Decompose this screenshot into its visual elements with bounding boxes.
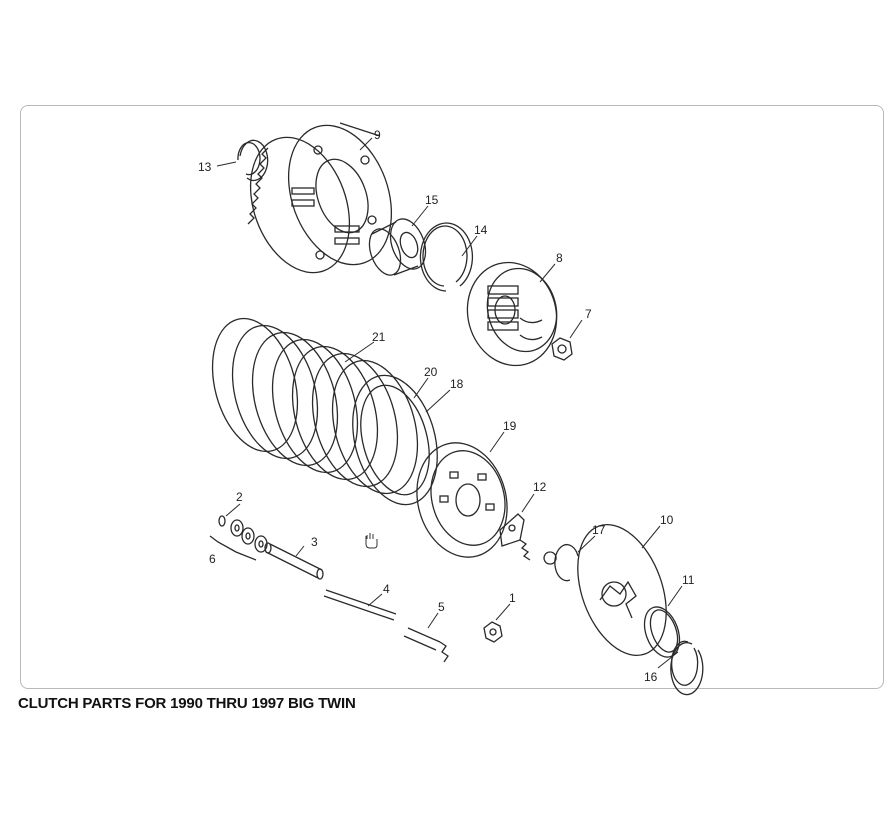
callout-17: 17	[592, 523, 606, 537]
diagram-caption: CLUTCH PARTS FOR 1990 THRU 1997 BIG TWIN	[18, 695, 356, 712]
callout-15: 15	[425, 193, 439, 207]
callout-9: 9	[374, 128, 381, 142]
callout-4: 4	[383, 582, 390, 596]
part-1-nut	[483, 621, 503, 643]
callout-11: 11	[682, 573, 695, 587]
callout-14: 14	[474, 223, 488, 237]
part-17-snap-ring	[519, 539, 579, 582]
callout-19: 19	[503, 419, 517, 433]
callout-6: 6	[209, 552, 216, 566]
part-8-clutch-hub	[466, 261, 558, 367]
callout-1: 1	[509, 591, 516, 605]
callout-5: 5	[438, 600, 445, 614]
part-21-20-18-plate-stack	[211, 317, 438, 506]
part-2-6-washers	[209, 515, 268, 561]
part-16-retaining-ring	[670, 640, 704, 696]
callout-21: 21	[372, 330, 386, 344]
part-14-retaining-ring	[419, 222, 474, 292]
part-11-ring	[643, 606, 681, 658]
callout-20: 20	[424, 365, 438, 379]
callout-13: 13	[198, 160, 212, 174]
part-3-pushrod	[264, 542, 324, 580]
part-7-nut	[551, 337, 573, 361]
callout-18: 18	[450, 377, 464, 391]
callout-16: 16	[644, 670, 658, 684]
callout-labels: 13 9 15 14 8 7 21 20 18 19 12 2 6 3 17 1…	[198, 128, 695, 684]
hand-cursor-icon	[365, 533, 378, 549]
part-10-diaphragm-spring	[577, 524, 667, 656]
part-4-pushrod	[323, 589, 397, 621]
part-12-adjuster-plate	[499, 513, 525, 547]
diagram-frame	[20, 105, 884, 689]
part-15-bearing	[368, 218, 427, 276]
callout-12: 12	[533, 480, 547, 494]
callout-3: 3	[311, 535, 318, 549]
callout-8: 8	[556, 251, 563, 265]
callout-10: 10	[660, 513, 674, 527]
part-9-clutch-shell	[247, 122, 393, 274]
callout-7: 7	[585, 307, 592, 321]
callout-2: 2	[236, 490, 243, 504]
leader-lines	[216, 137, 683, 669]
part-5-adjusting-screw	[403, 627, 449, 663]
part-19-pressure-plate	[416, 442, 508, 558]
part-13-snap-ring	[237, 139, 269, 182]
